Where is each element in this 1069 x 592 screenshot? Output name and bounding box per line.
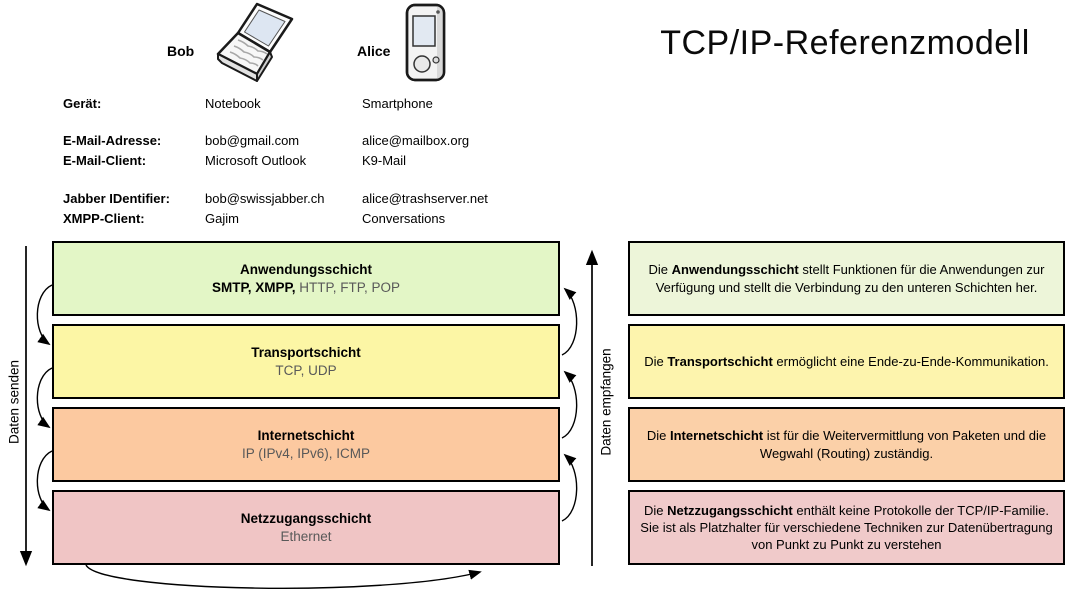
layer-title: Netzzugangsschicht	[240, 511, 372, 526]
desc-text: Die Netzzugangsschicht enthält keine Pro…	[640, 502, 1053, 553]
actor-alice-label: Alice	[357, 43, 391, 59]
interlayer-arrow-down-2	[36, 367, 53, 429]
info-value-alice: K9-Mail	[362, 153, 407, 168]
desc-box-transportschicht: Die Transportschicht ermöglicht eine End…	[628, 324, 1065, 399]
interlayer-arrow-up-2	[561, 370, 578, 439]
info-row-jabber-id: Jabber IDentifier: bob@swissjabber.ch al…	[63, 190, 623, 208]
layer-box-transportschicht: Transportschicht TCP, UDP	[52, 324, 560, 399]
layer-box-internetschicht: Internetschicht IP (IPv4, IPv6), ICMP	[52, 407, 560, 482]
page-title: TCP/IP-Referenzmodell	[660, 24, 1030, 62]
info-label: Gerät:	[63, 96, 102, 111]
daten-senden-label: Daten senden	[6, 359, 22, 445]
interlayer-arrow-down-1	[36, 284, 53, 346]
info-value-alice: alice@mailbox.org	[362, 133, 470, 148]
layer-box-anwendungsschicht: Anwendungsschicht SMTP, XMPP, HTTP, FTP,…	[52, 241, 560, 316]
info-value-bob: Gajim	[205, 211, 239, 226]
info-value-bob: bob@swissjabber.ch	[205, 191, 325, 206]
desc-text: Die Anwendungsschicht stellt Funktionen …	[648, 262, 1045, 295]
layer-box-netzzugangsschicht: Netzzugangsschicht Ethernet	[52, 490, 560, 565]
interlayer-arrow-down-3	[36, 450, 53, 512]
desc-text: Die Transportschicht ermöglicht eine End…	[644, 353, 1049, 369]
info-value-bob: Microsoft Outlook	[205, 153, 307, 168]
info-value-alice: Smartphone	[362, 96, 433, 111]
interlayer-arrow-up-3	[561, 453, 578, 522]
info-row-email-client: E-Mail-Client: Microsoft Outlook K9-Mail	[63, 152, 623, 170]
info-value-bob: bob@gmail.com	[205, 133, 300, 148]
actor-bob-label: Bob	[167, 43, 195, 59]
bottom-loop-arrow	[85, 564, 482, 589]
laptop-icon	[216, 2, 294, 82]
layer-title: Internetschicht	[257, 428, 355, 443]
interlayer-arrow-up-1	[561, 287, 578, 356]
layer-protocols: TCP, UDP	[275, 363, 337, 378]
layer-protocols: IP (IPv4, IPv6), ICMP	[241, 446, 371, 461]
info-label: XMPP-Client:	[63, 211, 145, 226]
layer-title: Anwendungsschicht	[239, 262, 372, 277]
info-value-alice: alice@trashserver.net	[362, 191, 488, 206]
info-row-xmpp-client: XMPP-Client: Gajim Conversations	[63, 210, 623, 228]
info-value-bob: Notebook	[205, 96, 261, 111]
info-label: E-Mail-Client:	[63, 153, 147, 168]
desc-text: Die Internetschicht ist für die Weiterve…	[646, 428, 1047, 461]
info-row-email-adresse: E-Mail-Adresse: bob@gmail.com alice@mail…	[63, 132, 623, 150]
smartphone-icon	[405, 3, 446, 82]
daten-empfangen-label: Daten empfangen	[598, 348, 614, 456]
info-value-alice: Conversations	[362, 211, 446, 226]
layer-protocols: Ethernet	[280, 529, 332, 544]
desc-box-anwendungsschicht: Die Anwendungsschicht stellt Funktionen …	[628, 241, 1065, 316]
layer-title: Transportschicht	[251, 345, 361, 360]
layer-protocols: SMTP, XMPP, HTTP, FTP, POP	[211, 280, 401, 295]
desc-box-netzzugangsschicht: Die Netzzugangsschicht enthält keine Pro…	[628, 490, 1065, 565]
info-row-geraet: Gerät: Notebook Smartphone	[63, 95, 623, 113]
info-label: Jabber IDentifier:	[63, 191, 170, 206]
desc-box-internetschicht: Die Internetschicht ist für die Weiterve…	[628, 407, 1065, 482]
info-label: E-Mail-Adresse:	[63, 133, 162, 148]
